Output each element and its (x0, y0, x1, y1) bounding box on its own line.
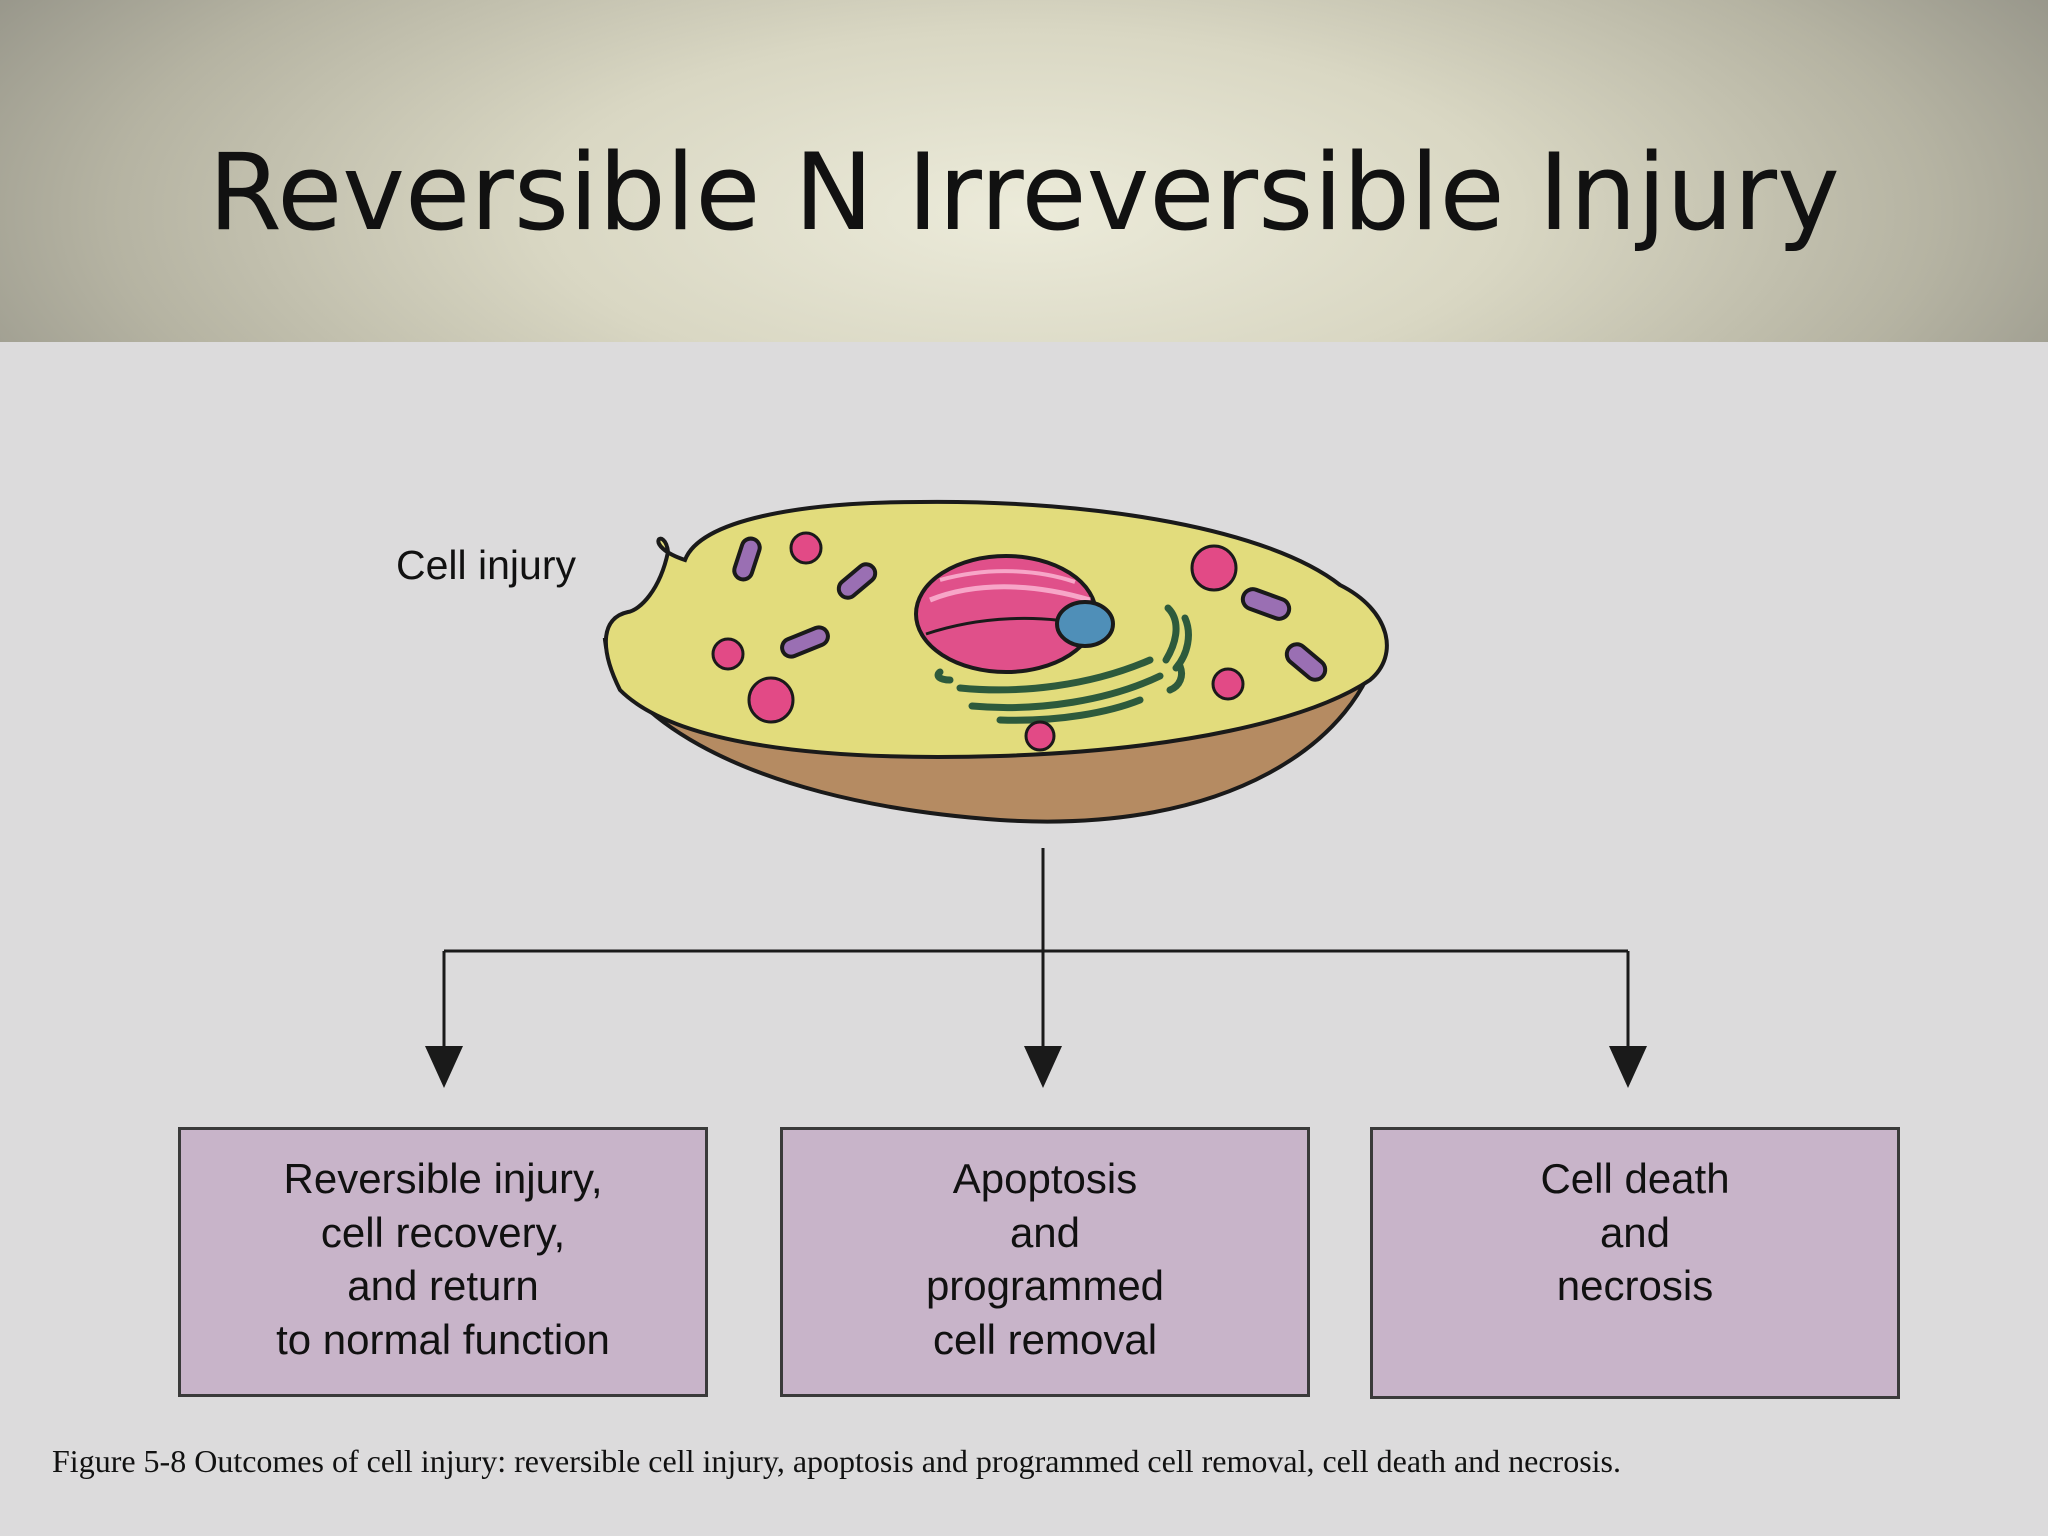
outcome-text-necrosis: Cell death and necrosis (1540, 1155, 1730, 1309)
outcome-text-reversible: Reversible injury, cell recovery, and re… (276, 1155, 610, 1363)
outcome-box-reversible: Reversible injury, cell recovery, and re… (178, 1127, 708, 1397)
arrow-to-apoptosis (1024, 1046, 1062, 1088)
outcome-box-apoptosis: Apoptosis and programmed cell removal (780, 1127, 1310, 1397)
endoplasmic-reticulum (934, 604, 1192, 724)
arrow-to-reversible (425, 1046, 463, 1088)
figure-caption: Figure 5-8 Outcomes of cell injury: reve… (52, 1443, 1621, 1479)
branch-connector (442, 848, 1630, 1060)
outcome-text-apoptosis: Apoptosis and programmed cell removal (925, 1155, 1165, 1363)
cell-injury-label: Cell injury (396, 542, 576, 588)
nucleus (914, 554, 1115, 674)
mitochondria (732, 536, 1328, 682)
granules (711, 531, 1245, 752)
title-banner: Reversible N Irreversible Injury (0, 0, 2048, 342)
slide-title: Reversible N Irreversible Injury (208, 131, 1840, 254)
arrow-to-necrosis (1609, 1046, 1647, 1088)
outcome-box-necrosis: Cell death and necrosis (1370, 1127, 1900, 1399)
